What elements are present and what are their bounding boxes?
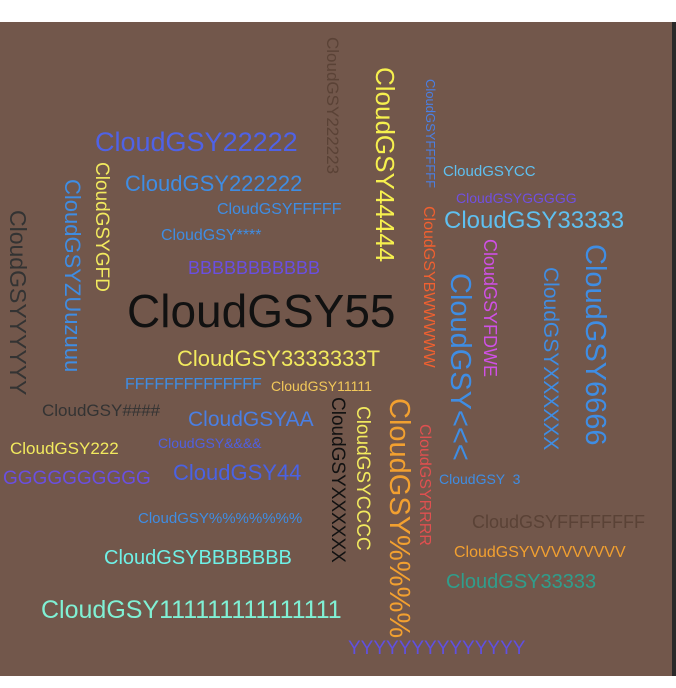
word: CloudGSYCC <box>443 163 536 180</box>
word: YYYYYYYYYYYYYY <box>348 638 526 659</box>
word: CloudGSY&&&& <box>158 435 262 451</box>
word: BBBBBBBBBBB <box>188 258 321 278</box>
word: CloudGSY 3 <box>439 471 521 487</box>
word: CloudGSY44444 <box>370 67 400 263</box>
word: CloudGSY#### <box>42 401 161 420</box>
word: CloudGSY33333 <box>444 207 625 234</box>
word: CloudGSY222223 <box>323 37 342 175</box>
word: CloudGSY**** <box>161 227 262 244</box>
word: CloudGSYFFFFFFFF <box>472 512 646 532</box>
word: CloudGSY33333 <box>446 571 597 593</box>
window-edge <box>672 22 676 676</box>
word: CloudGSY55 <box>127 285 396 337</box>
word: CloudGSY<<< <box>444 273 476 461</box>
word: CloudGSY%%%% <box>383 398 415 639</box>
word: CloudGSY3333333T <box>177 346 381 371</box>
word: FFFFFFFFFFFFFF <box>125 376 262 393</box>
word: CloudGSYCCCC <box>352 406 373 551</box>
word: CloudGSYFFFFF <box>217 201 342 218</box>
word: CloudGSY222 <box>10 439 119 458</box>
word: CloudGSY111111111111111 <box>41 596 342 624</box>
word: CloudGSY22222 <box>95 127 298 157</box>
word: CloudGSYYYYYY <box>5 210 31 396</box>
word: CloudGSY11111 <box>271 378 372 394</box>
word: CloudGSYFFFFFF <box>423 79 438 189</box>
word: CloudGSYVVVVVVVVV <box>454 544 626 561</box>
word: CloudGSY%%%%%%% <box>138 510 303 527</box>
word: CloudGSYRRRR <box>416 424 433 546</box>
word: CloudGSY222222 <box>125 171 303 196</box>
word: CloudGSYAA <box>188 408 314 431</box>
word: CloudGSYXXXXXX <box>327 397 348 563</box>
word: CloudGSYBWWWWW <box>420 206 437 368</box>
word: GGGGGGGGGG <box>3 468 151 489</box>
word: CloudGSYFDWE <box>480 239 500 378</box>
word: CloudGSY44 <box>173 460 302 485</box>
word-cloud <box>0 22 672 676</box>
word: CloudGSYBBBBBBB <box>104 547 292 569</box>
word: CloudGSY6666 <box>579 244 611 446</box>
word: CloudGSYZUuzuuu <box>60 179 85 373</box>
word: CloudGSYGFD <box>91 162 112 292</box>
word: CloudGSYGGGGG <box>456 190 577 206</box>
word: CloudGSYXXXXXX <box>539 267 562 451</box>
